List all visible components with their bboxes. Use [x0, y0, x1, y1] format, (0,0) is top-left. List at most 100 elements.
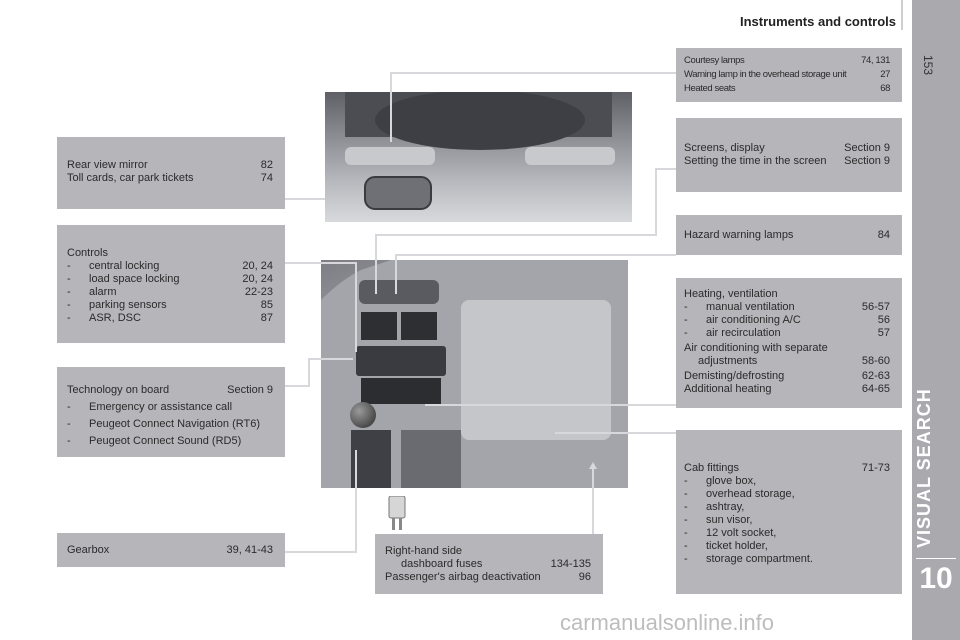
heating-title: Heating, ventilation: [684, 288, 778, 300]
entry-label: glove box,: [706, 475, 757, 487]
list-dash: -: [684, 514, 688, 526]
connector-line: [425, 404, 676, 406]
cab-fittings-box: Cab fittings 71-73 -glove box, -overhead…: [676, 430, 902, 594]
arrow-up-icon: [589, 462, 597, 469]
entry-row: adjustments 58-60: [684, 355, 890, 368]
entry-row: Rear view mirror 82: [67, 159, 273, 172]
page-reference: 74: [260, 172, 273, 184]
list-dash: -: [67, 273, 71, 285]
page-reference: 56: [877, 314, 890, 326]
entry-row: Setting the time in the screen Section 9: [684, 155, 890, 168]
page-reference: 39, 41-43: [226, 544, 273, 556]
entry-label: Gearbox: [67, 544, 110, 556]
entry-row: - air recirculation 57: [684, 327, 890, 340]
page-title: Instruments and controls: [739, 14, 896, 29]
gear-knob-icon: [350, 402, 376, 428]
list-dash: -: [684, 475, 688, 487]
list-dash: -: [684, 501, 688, 513]
chapter-number: 10: [919, 562, 953, 595]
entry-row: dashboard fuses 134-135: [385, 558, 591, 571]
watermark: carmanualsonline.info: [560, 610, 775, 635]
dashboard-illustration: [321, 260, 628, 488]
connector-line: [285, 262, 357, 264]
entry-row: Hazard warning lamps 84: [684, 229, 890, 242]
entry-row: Additional heating 64-65: [684, 383, 890, 396]
entry-label: Air conditioning with separate: [684, 342, 828, 354]
controls-title: Controls: [67, 247, 108, 259]
entry-label: manual ventilation: [706, 301, 795, 313]
entry-row: - air conditioning A/C 56: [684, 314, 890, 327]
entry-row: - manual ventilation 56-57: [684, 301, 890, 314]
connector-line: [395, 254, 676, 256]
connector-line: [655, 168, 676, 170]
entry-label: air conditioning A/C: [706, 314, 801, 326]
entry-label: load space locking: [89, 273, 180, 285]
entry-row: -parking sensors 85: [67, 299, 273, 312]
page-reference: 68: [880, 83, 890, 94]
entry-row: -load space locking 20, 24: [67, 273, 273, 286]
entry-label: Setting the time in the screen: [684, 155, 827, 167]
list-item: -Peugeot Connect Sound (RD5): [67, 433, 273, 450]
entry-row: -central locking 20, 24: [67, 260, 273, 273]
page-reference: Section 9: [227, 384, 273, 396]
list-item: - 12 volt socket,: [684, 527, 890, 540]
entry-label: Emergency or assistance call: [89, 401, 233, 413]
page-reference: 57: [877, 327, 890, 339]
entry-label: storage compartment.: [706, 553, 813, 565]
entry-label: Peugeot Connect Navigation (RT6): [89, 418, 261, 430]
courtesy-box: Courtesy lamps 74, 131 Warning lamp in t…: [676, 48, 902, 102]
heating-box: Heating, ventilation - manual ventilation…: [676, 278, 902, 408]
entry-label: Toll cards, car park tickets: [67, 172, 194, 184]
page-reference: 56-57: [861, 301, 890, 313]
entry-label: air recirculation: [706, 327, 781, 339]
entry-label: Peugeot Connect Sound (RD5): [89, 435, 242, 447]
entry-label: dashboard fuses: [401, 558, 483, 570]
entry-label: ashtray,: [706, 501, 745, 513]
hazard-box: Hazard warning lamps 84: [676, 215, 902, 255]
connector-line: [285, 198, 325, 200]
page-reference: Section 9: [844, 142, 890, 154]
entry-label: Technology on board: [67, 384, 170, 396]
entry-label: adjustments: [698, 355, 758, 367]
overhead-illustration: [345, 92, 615, 210]
controls-box: Controls -central locking 20, 24 - load s…: [57, 225, 285, 343]
entry-label: 12 volt socket,: [706, 527, 777, 539]
list-item: -ticket holder,: [684, 540, 890, 553]
list-item: - ashtray,: [684, 501, 890, 514]
list-item: - glove box,: [684, 475, 890, 488]
entry-label: Rear view mirror: [67, 159, 148, 171]
entry-label: Warning lamp in the overhead storage uni…: [684, 69, 847, 80]
connector-line: [375, 234, 657, 236]
page-reference: 134-135: [550, 558, 591, 570]
section-sidebar: [912, 0, 960, 640]
entry-label: Passenger's airbag deactivation: [385, 571, 541, 583]
connector-line: [555, 432, 676, 434]
list-dash: -: [684, 327, 688, 339]
list-dash: -: [684, 527, 688, 539]
page-reference: 71-73: [861, 462, 890, 474]
list-item: - Emergency or assistance call: [67, 399, 273, 416]
entry-row: -ASR, DSC 87: [67, 312, 273, 325]
header-divider: [901, 0, 903, 30]
list-dash: -: [67, 401, 71, 413]
page-reference: 74, 131: [861, 55, 890, 66]
fuse-icon: [388, 496, 406, 530]
connector-line: [285, 551, 357, 553]
page-reference: 85: [260, 299, 273, 311]
list-dash: -: [684, 314, 688, 326]
page-reference: 96: [578, 571, 591, 583]
page-reference: 84: [877, 229, 890, 241]
connector-line: [655, 168, 657, 236]
gearbox-box: Gearbox 39, 41-43: [57, 533, 285, 567]
connector-line: [308, 358, 353, 360]
list-dash: -: [684, 488, 688, 500]
entry-row: Cab fittings 71-73: [684, 462, 890, 475]
connector-line: [355, 450, 357, 553]
page-reference: 27: [880, 69, 890, 80]
list-dash: -: [684, 301, 688, 313]
overhead-photo: [325, 92, 632, 222]
list-dash: -: [67, 299, 71, 311]
page-reference: 22-23: [244, 286, 273, 298]
entry-label: Hazard warning lamps: [684, 229, 794, 241]
sidebar-divider: [916, 558, 956, 559]
